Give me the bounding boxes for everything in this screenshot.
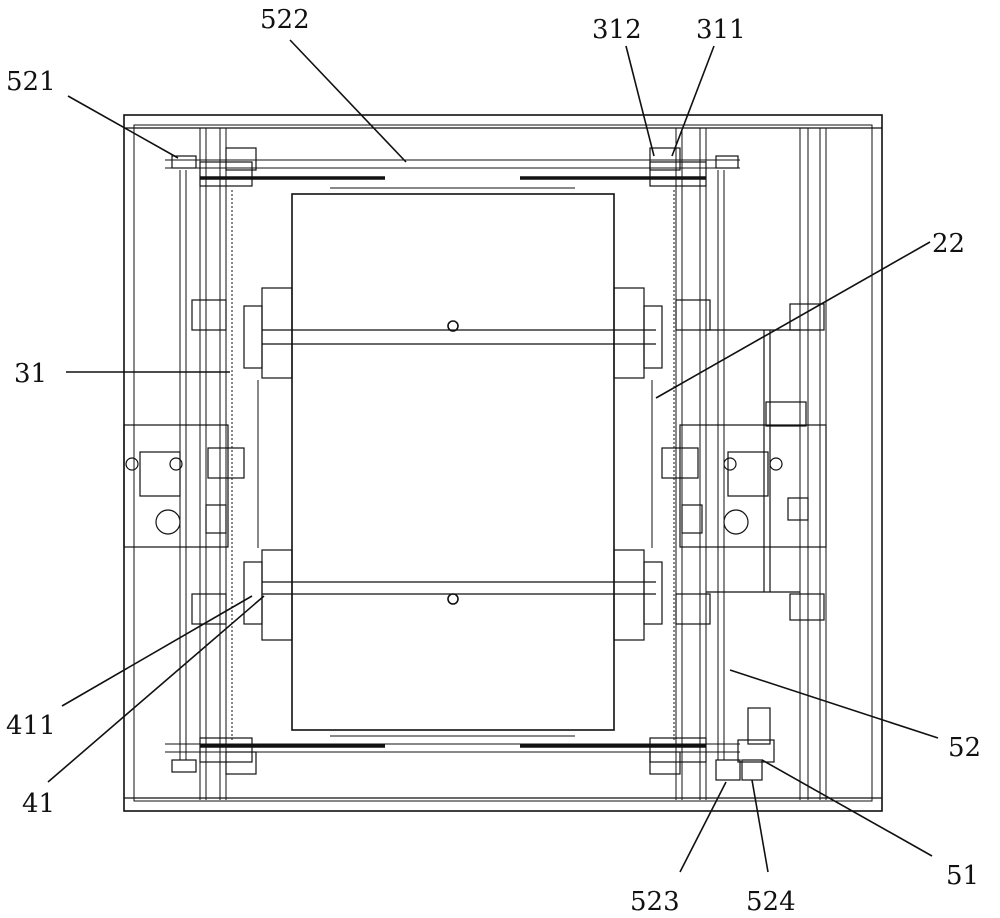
label-22: 22 bbox=[932, 229, 965, 259]
label-41: 41 bbox=[22, 789, 55, 819]
leader-lines bbox=[48, 40, 938, 872]
cross-bars bbox=[262, 330, 656, 594]
label-521: 521 bbox=[6, 67, 56, 97]
right-bracket bbox=[706, 330, 800, 592]
label-52: 52 bbox=[948, 733, 981, 763]
left-rails bbox=[180, 128, 226, 800]
corner-pulleys bbox=[172, 148, 738, 774]
label-311: 311 bbox=[696, 15, 746, 45]
label-411: 411 bbox=[6, 711, 56, 741]
label-522: 522 bbox=[260, 5, 310, 35]
label-312: 312 bbox=[592, 15, 642, 45]
central-panel bbox=[292, 194, 614, 730]
label-51: 51 bbox=[946, 861, 979, 891]
right-motor-plate bbox=[662, 402, 826, 547]
label-523: 523 bbox=[630, 887, 680, 917]
label-524: 524 bbox=[746, 887, 796, 917]
top-belt bbox=[165, 160, 740, 752]
carriage-blocks-left bbox=[244, 288, 292, 640]
label-31: 31 bbox=[14, 359, 47, 389]
part-labels: 521 522 312 311 22 31 411 41 52 523 524 … bbox=[6, 5, 981, 917]
rail-blocks bbox=[192, 300, 824, 624]
outer-frame-inner bbox=[134, 125, 872, 801]
carriage-blocks-right bbox=[614, 288, 662, 640]
